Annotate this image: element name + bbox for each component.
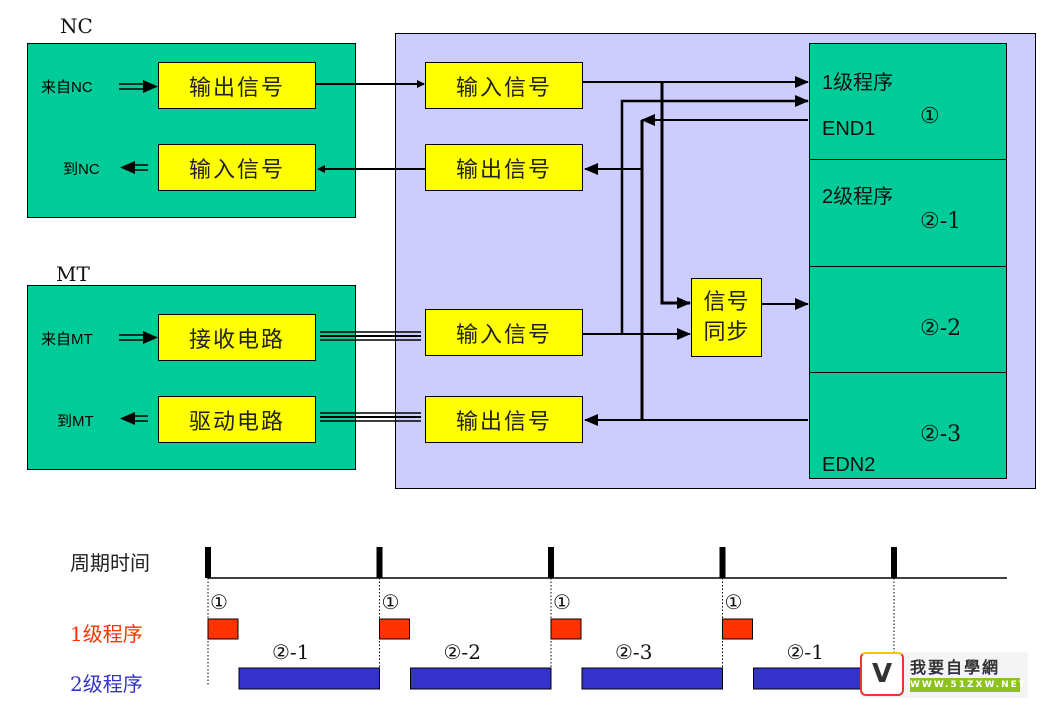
watermark-logo-icon: V (860, 652, 904, 696)
signal-sync-line2: 同步 (703, 319, 750, 345)
ctrl-input-from-mt-box: 输入信号 (425, 309, 583, 356)
level1-exec-mark: ① (381, 590, 400, 614)
level2-program-cell-3 (809, 372, 1007, 479)
level2-exec-bar (410, 667, 552, 690)
level2-mark-3: ②-3 (920, 422, 962, 447)
level2-exec-mark: ②-1 (272, 640, 310, 664)
level2-program-title: 2级程序 (822, 186, 894, 208)
level1-program-title: 1级程序 (822, 72, 894, 94)
from-mt-label: 来自MT (41, 331, 93, 348)
cycle-tick (719, 547, 726, 578)
level2-exec-mark: ②-2 (443, 640, 481, 664)
cycle-tick (891, 547, 897, 578)
cycle-tick (205, 547, 211, 578)
to-nc-label: 到NC (63, 161, 100, 178)
mt-drive-bus (320, 412, 421, 422)
watermark: V 我要自學網 WWW.51ZXW.NET (860, 652, 1028, 698)
level1-program-row-label: 1级程序 (70, 622, 143, 646)
watermark-title: 我要自學網 (910, 658, 1001, 677)
level2-program-row-label: 2级程序 (70, 672, 143, 696)
level1-mark: ① (920, 104, 940, 129)
nc-input-signal-box: 输入信号 (158, 144, 316, 191)
level2-exec-mark: ②-1 (786, 640, 824, 664)
watermark-url: WWW.51ZXW.NET (910, 678, 1027, 692)
from-nc-label: 来自NC (41, 79, 93, 96)
ctrl-input-from-nc-box: 输入信号 (425, 62, 583, 109)
from-nc-double-arrow (119, 80, 158, 93)
level1-exec-mark: ① (210, 590, 228, 614)
level1-exec-bar (722, 618, 753, 640)
level2-exec-bar (238, 667, 380, 690)
level1-exec-bar (379, 618, 410, 640)
to-nc-double-arrow (120, 161, 148, 174)
nc-group-title: NC (60, 14, 93, 38)
level2-exec-bar (581, 667, 723, 690)
ctrl-output-to-nc-box: 输出信号 (425, 144, 583, 191)
level2-exec-mark: ②-3 (615, 640, 653, 664)
level1-exec-mark: ① (553, 590, 571, 614)
mt-group-title: MT (56, 262, 90, 286)
signal-sync-line1: 信号 (703, 289, 750, 315)
mt-receive-bus (320, 331, 421, 341)
level2-mark-1: ②-1 (920, 209, 962, 234)
cycle-tick (548, 547, 554, 578)
internal-wiring (583, 76, 809, 426)
ctrl-output-to-mt-box: 输出信号 (425, 396, 583, 443)
cycle-tick (376, 547, 383, 578)
from-mt-double-arrow (119, 331, 158, 344)
level1-program-cell (809, 43, 1007, 160)
to-mt-label: 到MT (57, 413, 94, 430)
level2-end-label: EDN2 (822, 454, 876, 476)
level1-end-label: END1 (822, 118, 876, 140)
signal-sync-box: 信号 同步 (691, 278, 762, 357)
level2-program-cell-2 (809, 266, 1007, 373)
cycle-time-label: 周期时间 (70, 551, 150, 575)
nc-output-signal-box: 输出信号 (158, 62, 316, 109)
drive-circuit-box: 驱动电路 (158, 396, 316, 443)
level2-mark-2: ②-2 (920, 316, 962, 341)
receive-circuit-box: 接收电路 (158, 314, 316, 361)
to-mt-double-arrow (120, 412, 148, 425)
level1-exec-bar (550, 618, 582, 640)
level1-exec-bar (207, 618, 239, 640)
level1-exec-mark: ① (724, 590, 743, 614)
